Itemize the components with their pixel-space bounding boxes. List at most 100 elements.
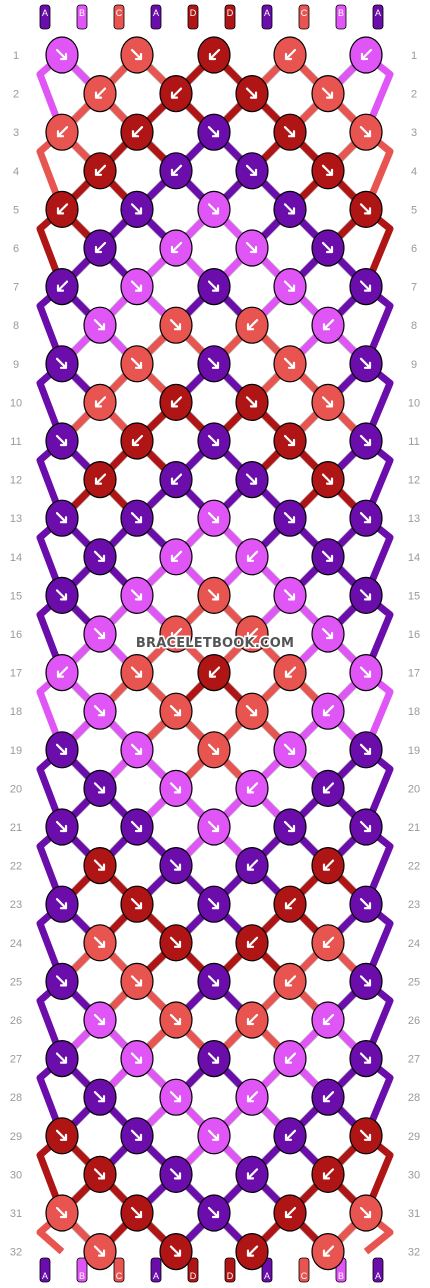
knot — [159, 74, 193, 113]
knot — [197, 190, 231, 228]
knot — [273, 653, 307, 692]
knot-arrow-icon — [359, 975, 372, 987]
knot-arrow-icon — [130, 357, 143, 369]
row-number-left: 18 — [10, 706, 22, 718]
knot-arrow-icon — [207, 126, 220, 138]
knot-arrow-icon — [359, 434, 372, 447]
strand-label-top: A — [153, 8, 159, 18]
knot-arrow-icon — [93, 627, 106, 640]
knot-arrow-icon — [207, 1206, 220, 1219]
row-number-left: 25 — [10, 976, 22, 988]
row-number-left: 24 — [10, 938, 22, 950]
knot — [83, 383, 117, 421]
knot — [311, 692, 345, 730]
knot — [349, 113, 383, 151]
knot — [311, 924, 345, 962]
knot-arrow-icon — [245, 164, 258, 176]
knot-arrow-icon — [246, 1091, 259, 1103]
row-number-left: 19 — [10, 745, 22, 757]
row-number-right: 29 — [408, 1131, 420, 1143]
knot — [159, 615, 193, 653]
knot-arrow-icon — [322, 859, 335, 871]
knot-arrow-icon — [55, 434, 68, 447]
row-number-right: 6 — [411, 243, 417, 255]
watermark-text: BRACELETBOOK.COM — [136, 636, 294, 651]
knot-arrow-icon — [130, 1052, 143, 1064]
knot — [197, 345, 231, 383]
knot — [311, 846, 345, 885]
row-number-right: 18 — [408, 706, 420, 718]
knot — [349, 268, 383, 306]
knot-arrow-icon — [93, 1168, 106, 1180]
row-number-right: 3 — [411, 127, 417, 139]
row-number-left: 20 — [10, 783, 22, 795]
knot — [273, 1039, 307, 1078]
row-number-left: 7 — [13, 282, 19, 294]
knot-arrow-icon — [207, 898, 220, 910]
row-number-right: 20 — [408, 783, 420, 795]
knot — [235, 1001, 269, 1039]
knot — [83, 74, 117, 113]
row-number-left: 1 — [13, 50, 19, 62]
strand-label-top: D — [190, 8, 197, 18]
knot-arrow-icon — [321, 87, 334, 99]
knot-arrow-icon — [56, 126, 69, 138]
strand-bottom-stub — [113, 1257, 125, 1283]
knot-arrow-icon — [169, 1013, 182, 1026]
row-number-right: 19 — [408, 745, 420, 757]
knot — [83, 538, 117, 576]
knot — [273, 345, 307, 383]
knot-arrow-icon — [245, 241, 258, 254]
knot-arrow-icon — [207, 280, 220, 292]
knot — [349, 1039, 383, 1078]
strand-top-stub — [150, 4, 162, 30]
knot-arrow-icon — [207, 1052, 220, 1064]
knot-arrow-icon — [359, 126, 372, 138]
knot-arrow-icon — [169, 1091, 182, 1103]
knot-arrow-icon — [130, 203, 143, 215]
knot — [45, 36, 79, 74]
knot-arrow-icon — [169, 859, 182, 871]
knot — [273, 731, 307, 769]
knot-arrow-icon — [245, 396, 258, 408]
row-number-left: 31 — [10, 1208, 22, 1220]
knot-arrow-icon — [170, 241, 183, 254]
knot-arrow-icon — [321, 550, 334, 562]
knot-arrow-icon — [93, 319, 106, 331]
knot — [159, 229, 193, 267]
knot-arrow-icon — [93, 936, 106, 948]
knot — [311, 1078, 345, 1116]
row-number-right: 2 — [411, 89, 417, 101]
knot-arrow-icon — [245, 87, 258, 99]
knot-arrow-icon — [55, 48, 68, 61]
knot-arrow-icon — [131, 126, 144, 138]
knot-arrow-icon — [246, 319, 259, 331]
knot — [159, 1078, 193, 1116]
knot-arrow-icon — [284, 898, 297, 910]
row-number-left: 22 — [10, 861, 22, 873]
knot-arrow-icon — [283, 743, 296, 755]
knot — [45, 345, 79, 383]
strand-bottom-stub — [39, 1257, 51, 1283]
knot-arrow-icon — [245, 705, 258, 717]
knot-arrow-icon — [322, 319, 335, 331]
knot-arrow-icon — [170, 627, 183, 640]
knot — [349, 731, 383, 769]
strand-top-stub — [39, 4, 51, 30]
knot — [159, 1155, 193, 1194]
row-number-right: 12 — [408, 475, 420, 487]
knot-arrow-icon — [321, 627, 334, 640]
strand-label-bottom: A — [153, 1271, 159, 1281]
knot-arrow-icon — [55, 357, 68, 369]
knot-arrow-icon — [359, 1052, 372, 1064]
knot — [159, 1232, 193, 1271]
knot-arrow-icon — [130, 512, 143, 524]
knot — [83, 1078, 117, 1116]
knot — [83, 615, 117, 653]
row-number-left: 32 — [10, 1247, 22, 1259]
strand-label-top: B — [79, 8, 85, 18]
knot — [83, 692, 117, 730]
strand-label-bottom: C — [301, 1271, 308, 1281]
knot-arrow-icon — [360, 48, 373, 61]
